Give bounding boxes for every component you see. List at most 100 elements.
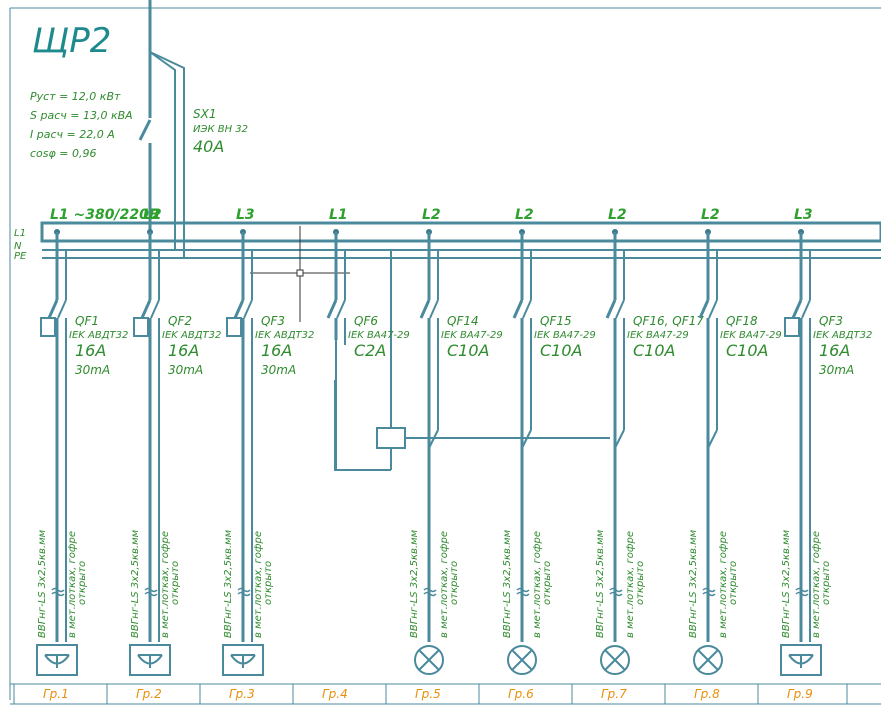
cable-spec: ВВГнг-LS 3х2,5кв.мм	[502, 529, 513, 638]
lamp-cross	[604, 649, 626, 671]
rcd-sensor	[784, 317, 800, 337]
cable-spec: ВВГнг-LS 3х2,5кв.мм	[223, 529, 234, 638]
phase-label: L1	[329, 207, 348, 223]
socket-icon	[222, 644, 264, 676]
cable-break-mark	[423, 587, 437, 597]
breaker-type: IEK АВДТ32	[162, 330, 221, 341]
breaker-type: IEK АВДТ32	[813, 330, 872, 341]
cable-mount: открыто	[170, 561, 181, 605]
socket-icon	[36, 644, 78, 676]
socket-glyph	[230, 654, 256, 668]
cable-route: в мет.лотках, гофре	[253, 531, 264, 638]
cable-break-mark	[702, 587, 716, 597]
cable-mount: открыто	[77, 561, 88, 605]
breaker-name: QF3	[261, 314, 285, 328]
cable-break-mark	[144, 587, 158, 597]
contactor-contact	[521, 429, 532, 449]
breaker-contact	[336, 299, 346, 319]
phase-label: L3	[236, 207, 255, 223]
rcd-sensor	[226, 317, 242, 337]
cable-route: в мет.лотках, гофре	[811, 531, 822, 638]
cable-route: в мет.лотках, гофре	[160, 531, 171, 638]
socket-glyph	[44, 654, 70, 668]
breaker-leakage: 30mA	[168, 363, 203, 377]
cable-break-mark	[237, 587, 251, 597]
breaker-rating: 16А	[75, 341, 106, 360]
breaker-contact	[605, 299, 617, 319]
group-label: Гр.4	[322, 687, 348, 701]
breaker-contact	[512, 299, 524, 319]
breaker-type: IEK ВА47-29	[348, 330, 410, 341]
cable-spec: ВВГнг-LS 3х2,5кв.мм	[409, 529, 420, 638]
group-label: Гр.2	[136, 687, 162, 701]
breaker-rating: C2A	[354, 341, 386, 360]
lamp-icon	[600, 645, 630, 675]
cable-route: в мет.лотках, гофре	[67, 531, 78, 638]
breaker-contact	[419, 299, 431, 319]
cable-mount: открыто	[728, 561, 739, 605]
phase-label: L2	[701, 207, 720, 223]
cable-mount: открыто	[263, 561, 274, 605]
group-label: Гр.3	[229, 687, 255, 701]
phase-label: L2	[608, 207, 627, 223]
param-p: Pуст = 12,0 кВт	[30, 90, 121, 103]
cable-route: в мет.лотках, гофре	[625, 531, 636, 638]
lamp-cross	[511, 649, 533, 671]
lamp-cross	[697, 649, 719, 671]
panel-params: Pуст = 12,0 кВт S расч = 13,0 кВА I расч…	[30, 90, 133, 160]
breaker-contact	[708, 299, 718, 319]
bus-label-l1: L1	[14, 228, 26, 239]
breaker-name: QF3	[819, 314, 843, 328]
breaker-contact	[429, 299, 439, 319]
phase-label: L2	[515, 207, 534, 223]
contactor-circuit	[334, 250, 610, 471]
group-label: Гр.9	[787, 687, 813, 701]
rcd-sensor	[133, 317, 149, 337]
breaker-contact	[150, 299, 160, 319]
breaker-name: QF1	[75, 314, 99, 328]
panel-title: ЩР2	[32, 21, 111, 61]
sx1-type: ИЭК ВН 32	[193, 124, 248, 135]
breaker-type: IEK АВДТ32	[69, 330, 128, 341]
cable-break-mark	[51, 587, 65, 597]
cable-route: в мет.лотках, гофре	[718, 531, 729, 638]
bus-voltage-label: L1 ~380/220В	[50, 207, 160, 223]
breaker-contact	[233, 299, 245, 319]
socket-icon	[129, 644, 171, 676]
breaker-name: QF16, QF17	[633, 314, 704, 328]
cable-spec: ВВГнг-LS 3х2,5кв.мм	[130, 529, 141, 638]
cable-route: в мет.лотках, гофре	[439, 531, 450, 638]
group-label: Гр.1	[43, 687, 69, 701]
breaker-contact	[47, 299, 59, 319]
breaker-rating: C10A	[726, 341, 768, 360]
lamp-icon	[507, 645, 537, 675]
breaker-rating: C10A	[540, 341, 582, 360]
phase-label: L3	[794, 207, 813, 223]
cable-spec: ВВГнг-LS 3х2,5кв.мм	[595, 529, 606, 638]
sx1-rating: 40А	[193, 137, 224, 156]
bus-label-pe: PE	[14, 251, 27, 262]
param-cos: cosφ = 0,96	[30, 147, 96, 160]
socket-icon	[780, 644, 822, 676]
socket-glyph	[788, 654, 814, 668]
cable-route: в мет.лотках, гофре	[532, 531, 543, 638]
contactor-contact	[707, 429, 718, 449]
phase-label: L2	[422, 207, 441, 223]
group-label: Гр.6	[508, 687, 534, 701]
breaker-name: QF6	[354, 314, 378, 328]
breaker-contact	[57, 299, 67, 319]
breaker-leakage: 30mA	[819, 363, 854, 377]
breaker-contact	[326, 299, 338, 319]
breaker-type: IEK ВА47-29	[534, 330, 596, 341]
group-label: Гр.5	[415, 687, 441, 701]
